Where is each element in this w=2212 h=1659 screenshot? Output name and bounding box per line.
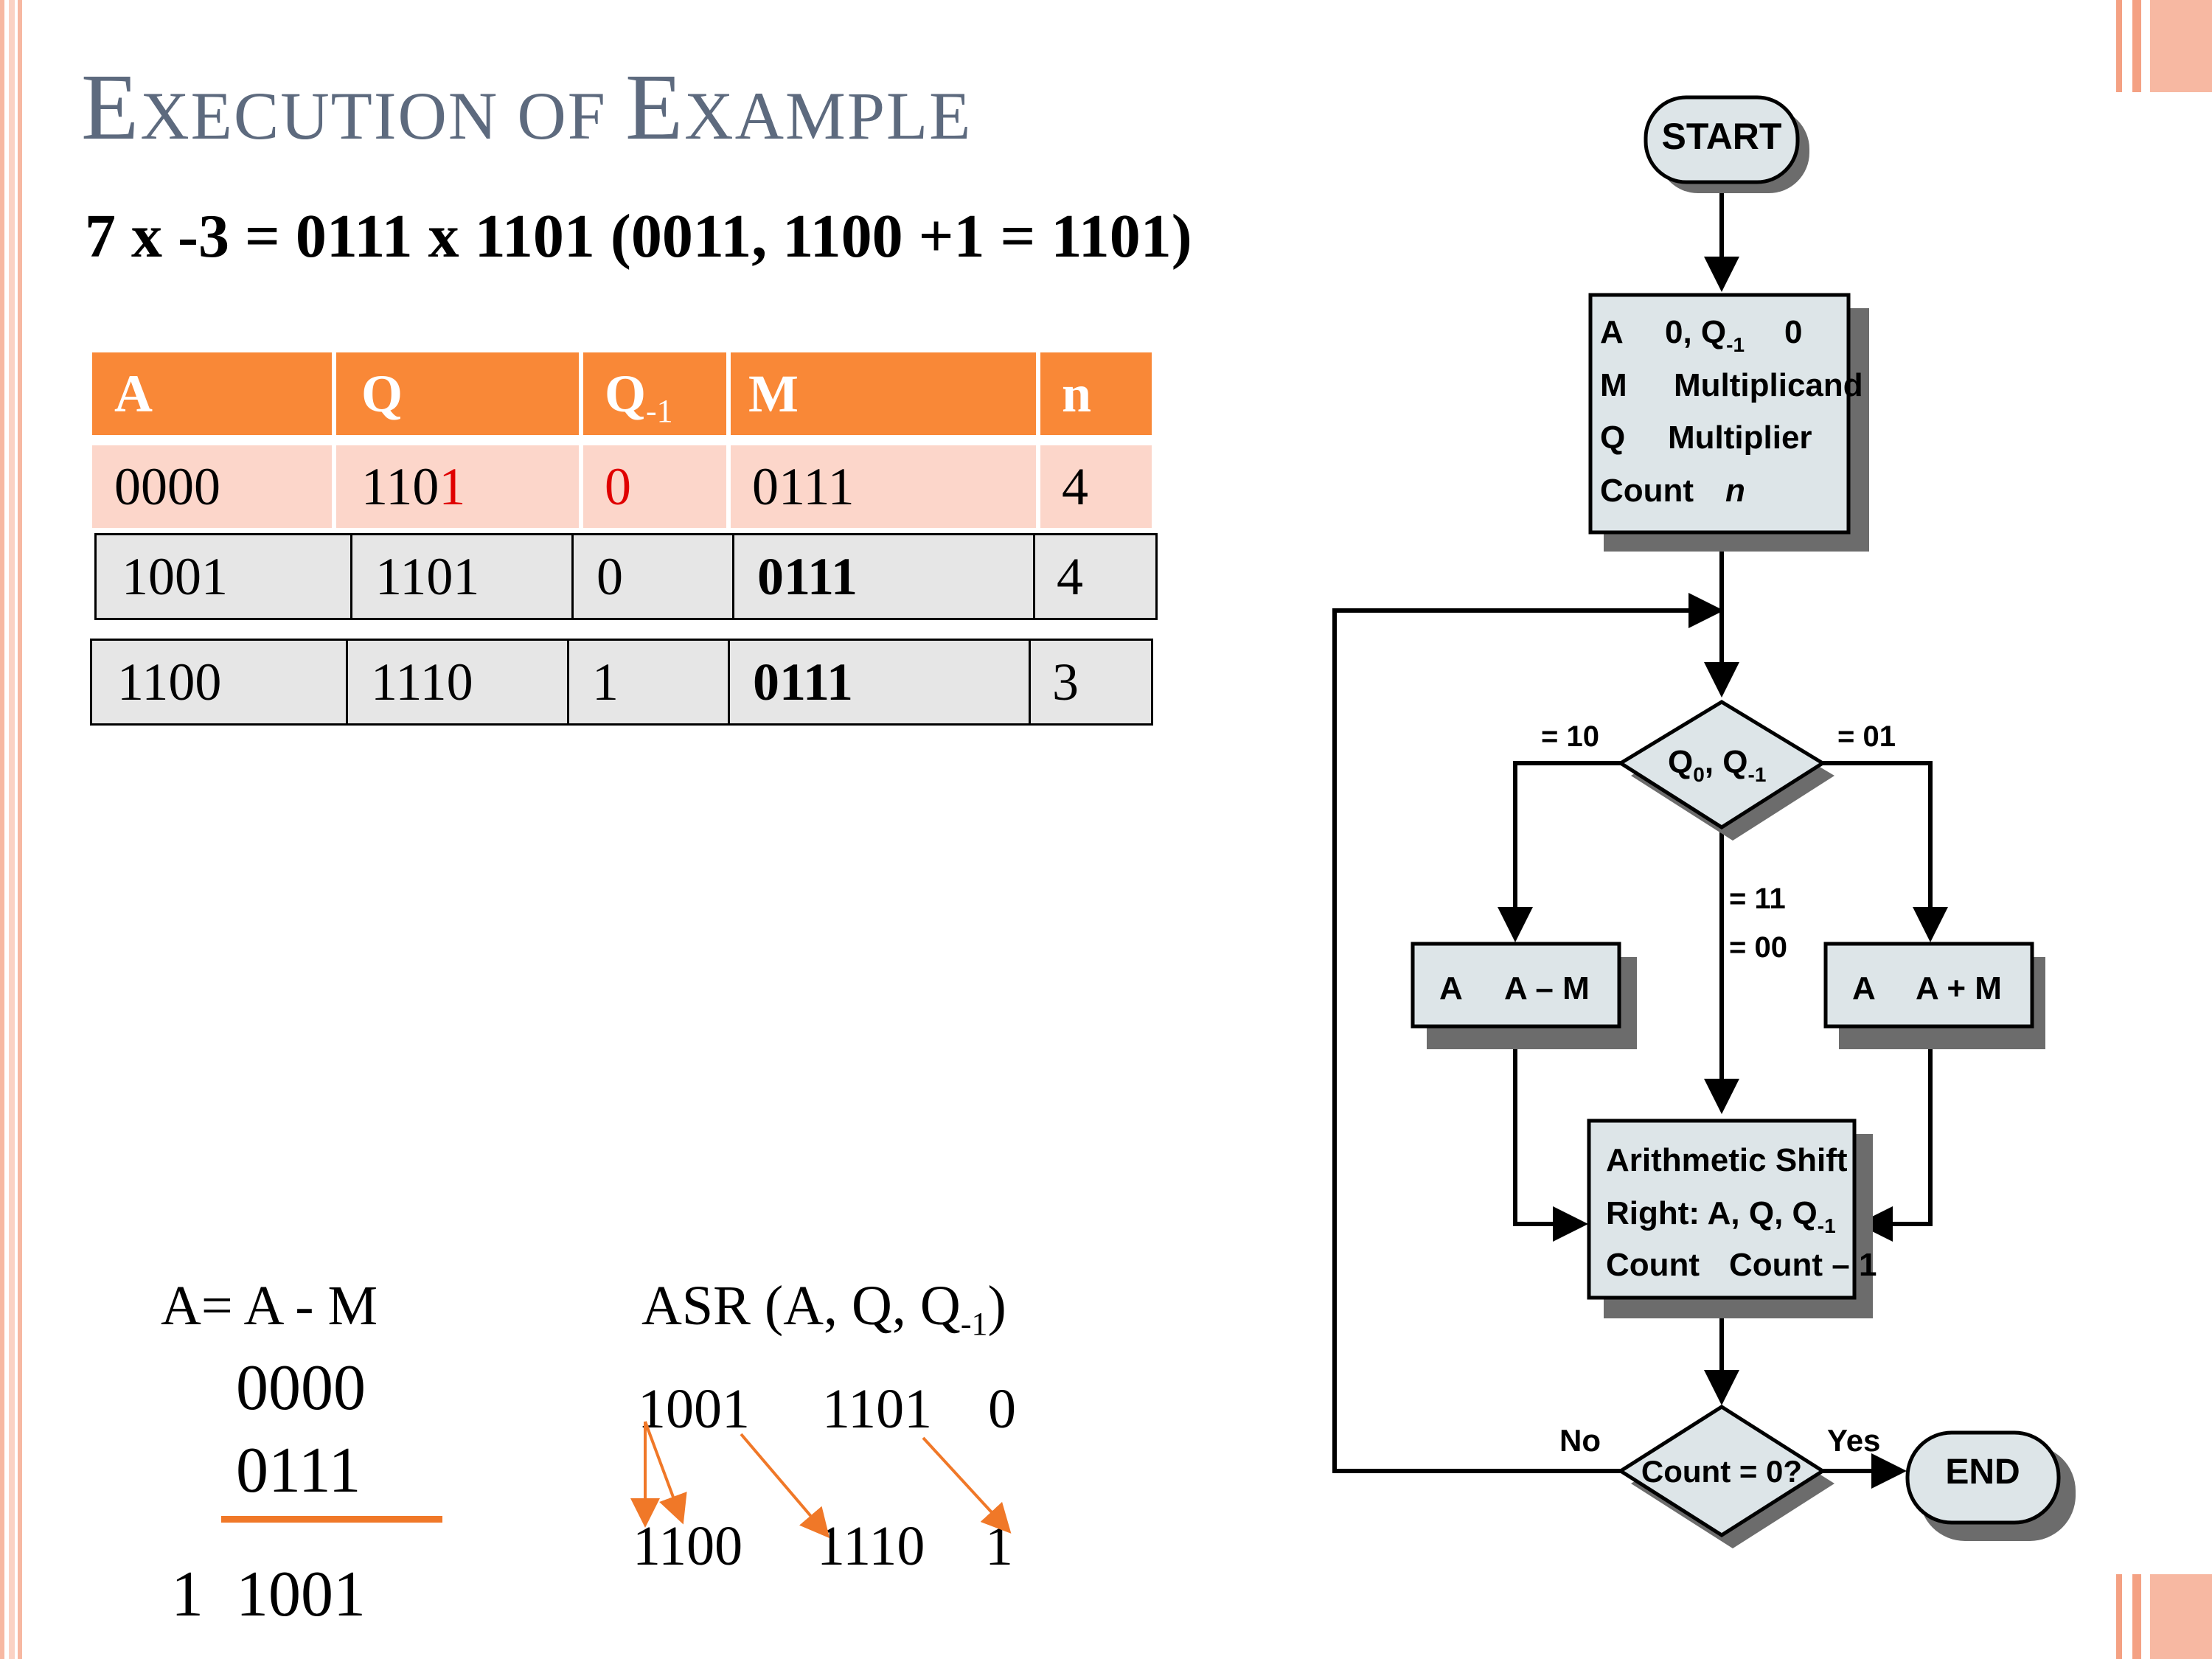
example-equation: 7 x -3 = 0111 x 1101 (0011, 1100 +1 = 11…: [85, 202, 1192, 271]
count-zero-decision: Count = 0?: [1617, 1405, 1834, 1548]
subtraction-operand-1: 0000: [236, 1352, 366, 1424]
svg-text:Multiplier: Multiplier: [1668, 420, 1812, 456]
svg-text:A: A: [1600, 314, 1624, 350]
svg-text:Multiplicand: Multiplicand: [1674, 367, 1863, 403]
svg-text:Right: A, Q, Q-1: Right: A, Q, Q-1: [1606, 1195, 1836, 1237]
header-q-1: Q-1: [605, 364, 673, 429]
asr-before-q: 1101: [822, 1378, 933, 1440]
table-header: A Q Q-1 M n: [92, 352, 1152, 435]
svg-text:A – M: A – M: [1504, 970, 1590, 1006]
branch-label-10: = 10: [1541, 720, 1599, 753]
branch-label-01: = 01: [1837, 720, 1896, 753]
header-m: M: [748, 364, 799, 423]
asr-after-q: 1110: [817, 1515, 925, 1577]
table-row: 0000 1101 0 0111 4: [92, 445, 1152, 528]
asr-before-a: 1001: [638, 1378, 750, 1440]
asr-before-q-1: 0: [988, 1378, 1016, 1440]
svg-text:0, Q-1: 0, Q-1: [1665, 314, 1745, 356]
svg-text:0: 0: [1784, 314, 1802, 350]
yes-label: Yes: [1827, 1423, 1880, 1458]
svg-text:Q: Q: [1600, 420, 1625, 456]
asr-label: ASR (A, Q, Q-1): [641, 1275, 1006, 1342]
header-a: A: [114, 364, 153, 423]
svg-text:END: END: [1945, 1453, 2020, 1492]
q0-q-1-decision: Q0, Q-1: [1617, 700, 1834, 841]
left-border-decoration: [0, 0, 22, 1659]
end-node: END: [1905, 1430, 2076, 1541]
top-right-decoration: [2116, 0, 2212, 92]
svg-text:Count: Count: [1606, 1247, 1700, 1283]
svg-text:n: n: [1725, 473, 1745, 509]
subtraction-rule: [221, 1516, 442, 1523]
no-label: No: [1559, 1423, 1601, 1458]
svg-text:Arithmetic Shift: Arithmetic Shift: [1606, 1142, 1848, 1178]
subtraction-result: 1 1001: [171, 1559, 366, 1630]
subtract-box: A A – M: [1411, 942, 1637, 1049]
branch-label-11: = 11: [1729, 883, 1786, 915]
branch-label-00: = 00: [1729, 931, 1787, 964]
subtraction-label: A= A - M: [161, 1275, 378, 1337]
header-q: Q: [361, 364, 403, 423]
svg-text:A: A: [1852, 970, 1876, 1006]
svg-text:Count = 0?: Count = 0?: [1641, 1454, 1802, 1489]
svg-text:START: START: [1662, 116, 1782, 157]
svg-text:A + M: A + M: [1916, 970, 2002, 1006]
slide-title: EXECUTION OF EXAMPLE: [81, 55, 973, 159]
svg-text:A: A: [1439, 970, 1463, 1006]
flow-connectors: [1332, 183, 1948, 1489]
bottom-right-decoration: [2116, 1574, 2212, 1659]
table-row: 1100 1110 1 0111 3: [90, 639, 1153, 726]
initialization-box: A 0, Q-1 0 M Multiplicand Q Multiplier C…: [1588, 293, 1869, 552]
svg-text:M: M: [1600, 367, 1627, 403]
header-n: n: [1062, 364, 1092, 423]
arithmetic-shift-box: Arithmetic Shift Right: A, Q, Q-1 Count …: [1587, 1119, 1877, 1318]
subtraction-operand-2: 0111: [236, 1435, 361, 1506]
start-node: START: [1644, 95, 1809, 193]
svg-text:Count: Count: [1600, 473, 1694, 509]
svg-text:Count – 1: Count – 1: [1729, 1247, 1877, 1283]
add-box: A A + M: [1823, 942, 2045, 1049]
table-row: 1001 1101 0 0111 4: [94, 533, 1158, 620]
svg-text:Q0, Q-1: Q0, Q-1: [1668, 744, 1766, 786]
